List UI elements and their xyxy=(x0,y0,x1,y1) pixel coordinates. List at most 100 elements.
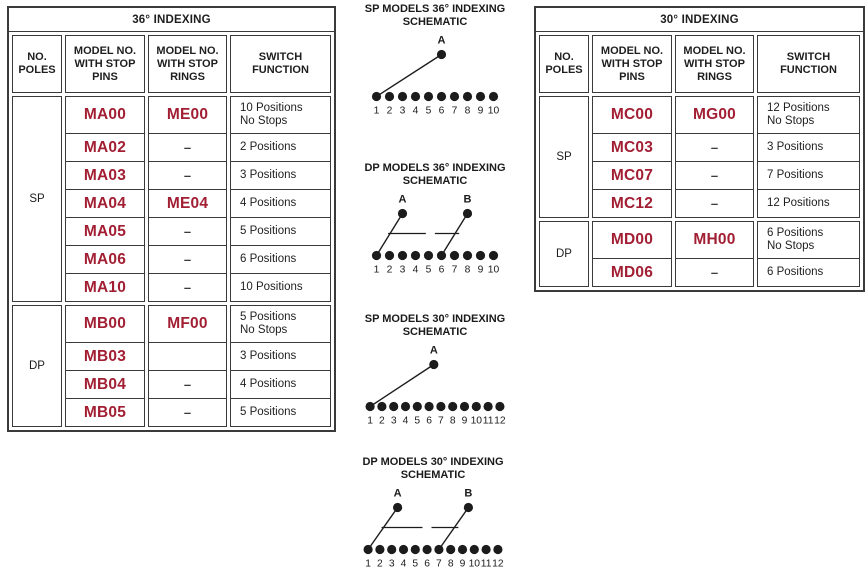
header-cell: NO.POLES xyxy=(12,35,62,93)
model-number: MB03 xyxy=(83,347,127,365)
stop-rings-column: ME00––ME04––– xyxy=(148,96,227,302)
model-cell: – xyxy=(149,370,226,398)
contact-dot xyxy=(365,401,375,412)
contact-number: 6 xyxy=(424,559,430,570)
pole-letter: B xyxy=(464,194,472,206)
wiper-arm-line xyxy=(376,53,442,98)
contact-number: 9 xyxy=(460,559,466,570)
contact-dot xyxy=(449,91,460,102)
contact-dot xyxy=(434,544,444,555)
pole-letter: A xyxy=(438,35,446,47)
contact-dot xyxy=(488,250,499,261)
contact-number: 8 xyxy=(450,416,456,427)
model-number: MA05 xyxy=(83,222,127,240)
contact-number: 9 xyxy=(462,416,468,427)
function-line: 3 Positions xyxy=(767,140,824,153)
model-number: MF00 xyxy=(167,315,208,332)
contact-dot xyxy=(387,544,397,555)
function-line: 12 Positions xyxy=(767,196,830,209)
function-line: 4 Positions xyxy=(240,377,297,390)
contact-number: 10 xyxy=(469,559,481,570)
function-line: 7 Positions xyxy=(767,168,824,181)
header-line: SWITCH xyxy=(258,51,303,63)
header-line: MODEL NO. xyxy=(600,44,664,57)
contact-dot xyxy=(469,544,479,555)
no-model-dash: – xyxy=(183,140,192,155)
model-number: MB05 xyxy=(83,403,127,421)
function-line: 3 Positions xyxy=(240,168,297,181)
contact-number: 2 xyxy=(387,106,393,117)
contact-number: 3 xyxy=(400,265,406,276)
contact-dot xyxy=(448,401,458,412)
model-cell: MB05 xyxy=(66,398,144,426)
table-title: 36° INDEXING xyxy=(9,8,334,32)
no-model-dash: – xyxy=(183,377,192,392)
contact-number: 7 xyxy=(436,559,442,570)
contact-dot xyxy=(377,401,387,412)
header-cell: NO.POLES xyxy=(539,35,589,93)
function-line: No Stops xyxy=(767,240,815,252)
contact-dot xyxy=(488,91,499,102)
header-line: POLES xyxy=(18,64,56,76)
stop-rings-column: MF00–– xyxy=(148,305,227,427)
contact-dot xyxy=(436,91,447,102)
pole-contact-dot xyxy=(462,208,473,219)
contact-dot xyxy=(371,250,382,261)
function-line: 4 Positions xyxy=(240,196,297,209)
header-line: WITH STOP xyxy=(601,57,663,70)
contact-dot xyxy=(375,544,385,555)
model-cell: MC03 xyxy=(593,133,671,161)
contact-number: 4 xyxy=(401,559,407,570)
contact-dot xyxy=(412,401,422,412)
contact-number: 5 xyxy=(426,106,432,117)
table-title: 30° INDEXING xyxy=(536,8,863,32)
contact-number: 3 xyxy=(389,559,395,570)
contact-dot xyxy=(363,544,373,555)
contact-dot xyxy=(410,544,420,555)
model-number: MA04 xyxy=(83,194,127,212)
model-cell: – xyxy=(149,217,226,245)
contact-dot xyxy=(481,544,491,555)
header-line: WITH STOP xyxy=(157,57,218,70)
contact-dot xyxy=(459,401,470,412)
contact-dot xyxy=(422,544,432,555)
pole-letter: A xyxy=(394,488,402,500)
contact-number: 3 xyxy=(391,416,397,427)
no-model-dash: – xyxy=(183,280,192,295)
model-cell: MA10 xyxy=(66,273,144,301)
contact-number: 5 xyxy=(426,265,432,276)
model-cell: – xyxy=(149,161,226,189)
model-cell: MD00 xyxy=(593,222,671,258)
model-cell: MD06 xyxy=(593,258,671,286)
schematic-title-line: DP MODELS 36° INDEXING xyxy=(364,162,506,174)
header-line: POLES xyxy=(545,64,583,76)
header-line: FUNCTION xyxy=(780,64,837,76)
model-number: MC00 xyxy=(610,106,654,123)
model-cell: ME04 xyxy=(149,189,226,217)
header-line: SWITCH xyxy=(786,51,831,63)
function-cell: 2 Positions xyxy=(231,133,330,161)
pole-cell: DP xyxy=(12,305,62,427)
pole-contact-dot xyxy=(429,359,439,370)
pole-letter: B xyxy=(464,488,472,500)
no-model-dash: – xyxy=(710,265,719,280)
contact-number: 8 xyxy=(465,106,471,117)
contact-dot xyxy=(457,544,468,555)
model-cell: – xyxy=(676,189,753,217)
wiper-arm-line xyxy=(440,213,469,256)
contact-dot xyxy=(436,250,447,261)
model-number: MC07 xyxy=(610,166,654,184)
no-model-dash: – xyxy=(710,168,719,183)
model-number: MG00 xyxy=(692,106,736,123)
